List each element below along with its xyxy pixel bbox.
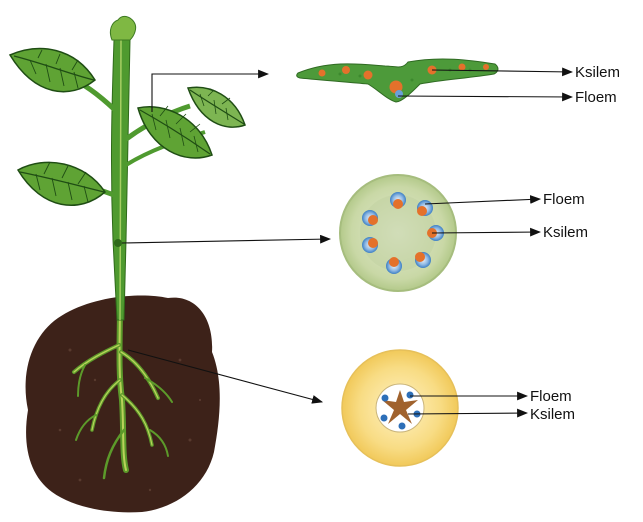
arrow-stem-phloem (424, 195, 542, 205)
arrow-stem-to-leaf-section (151, 69, 270, 112)
stem-vascular-bundles (362, 192, 444, 274)
arrow-leaf-xylem (431, 67, 574, 77)
arrow-root-to-root-section (127, 349, 324, 404)
label-leaf-phloem: Floem (575, 89, 617, 106)
leaf-middle-right (137, 105, 213, 159)
arrow-stem-to-stem-section (121, 234, 332, 244)
leaf-cross-section (296, 58, 499, 103)
soil-speckles (58, 348, 202, 492)
arrow-stem-xylem (431, 227, 542, 237)
plant-stem (69, 15, 206, 321)
label-root-xylem: Ksilem (530, 406, 575, 423)
root-phloem-dots (380, 391, 421, 430)
roots (72, 297, 173, 480)
root-cross-section (341, 349, 459, 467)
label-root-phloem: Floem (530, 388, 572, 405)
root-xylem-star (382, 390, 418, 424)
label-stem-xylem: Ksilem (543, 224, 588, 241)
leaf-lower-left (16, 161, 106, 206)
leaf-upper-left (8, 47, 96, 93)
arrow-root-xylem (407, 408, 529, 418)
pointer-arrows (121, 67, 574, 418)
arrow-leaf-phloem (397, 92, 574, 102)
label-stem-phloem: Floem (543, 191, 585, 208)
label-leaf-xylem: Ksilem (575, 64, 620, 81)
leaf-upper-right (186, 86, 246, 128)
